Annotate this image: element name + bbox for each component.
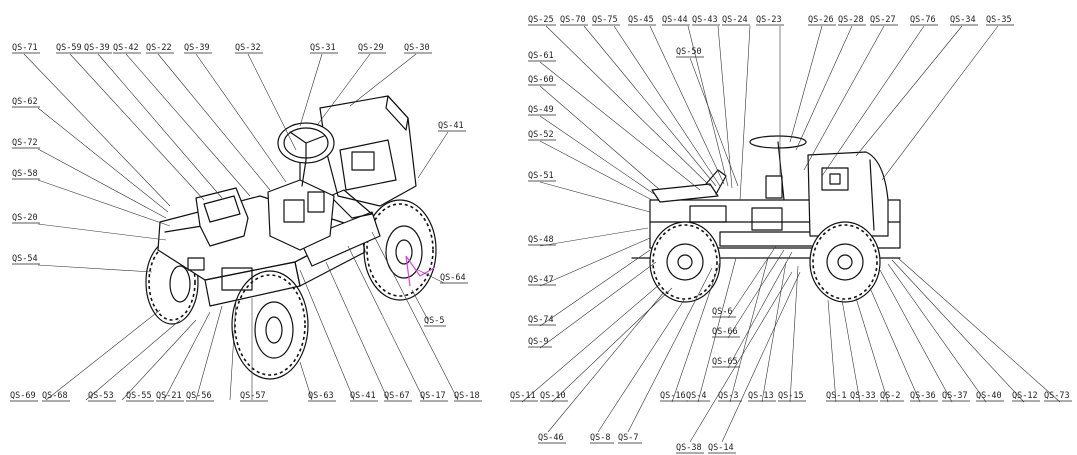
right-right-wheel <box>809 221 881 303</box>
part-label: QS-66 <box>712 327 738 337</box>
left-seat <box>195 187 249 247</box>
part-label: QS-33 <box>850 391 876 401</box>
part-label: QS-29 <box>358 43 384 53</box>
part-label: QS-59 <box>56 43 82 53</box>
part-label: QS-74 <box>528 315 554 325</box>
part-label: QS-3 <box>718 391 738 401</box>
part-label: QS-63 <box>308 391 334 401</box>
part-label: QS-48 <box>528 235 554 245</box>
right-tractor-drawing <box>631 135 901 303</box>
part-label: QS-40 <box>976 391 1002 401</box>
part-label: QS-62 <box>12 97 38 107</box>
part-label: QS-4 <box>686 391 706 401</box>
part-label: QS-71 <box>12 43 38 53</box>
part-label: QS-11 <box>510 391 536 401</box>
part-label: QS-9 <box>528 337 548 347</box>
part-label: QS-56 <box>186 391 212 401</box>
part-label: QS-39 <box>84 43 110 53</box>
part-label: QS-21 <box>156 391 182 401</box>
part-label: QS-37 <box>942 391 968 401</box>
part-label: QS-20 <box>12 213 38 223</box>
part-label: QS-75 <box>592 15 618 25</box>
part-label: QS-25 <box>528 15 554 25</box>
left-steering-wheel <box>277 122 335 187</box>
leader-lines <box>23 25 1061 443</box>
part-label: QS-18 <box>454 391 480 401</box>
part-label: QS-58 <box>12 169 38 179</box>
part-label: QS-61 <box>528 51 554 61</box>
right-seat <box>651 169 727 203</box>
left-rear-left-wheel <box>231 270 309 380</box>
part-label: QS-47 <box>528 275 554 285</box>
part-label: QS-73 <box>1044 391 1070 401</box>
part-label: QS-7 <box>618 433 638 443</box>
part-label: QS-70 <box>560 15 586 25</box>
part-label: QS-43 <box>692 15 718 25</box>
part-label: QS-54 <box>12 254 38 264</box>
part-label: QS-28 <box>838 15 864 25</box>
part-label: QS-41 <box>438 121 464 131</box>
part-label: QS-17 <box>420 391 446 401</box>
part-label: QS-42 <box>113 43 139 53</box>
part-label: QS-44 <box>662 15 688 25</box>
part-label: QS-45 <box>628 15 654 25</box>
right-steering <box>749 135 807 201</box>
part-label: QS-67 <box>384 391 410 401</box>
part-label: QS-49 <box>528 105 554 115</box>
part-label: QS-53 <box>88 391 114 401</box>
part-label: QS-60 <box>528 75 554 85</box>
part-label: QS-76 <box>910 15 936 25</box>
part-label: QS-38 <box>676 443 702 453</box>
part-label: QS-27 <box>870 15 896 25</box>
right-hood <box>807 151 889 237</box>
part-label: QS-31 <box>310 43 336 53</box>
part-label: QS-35 <box>986 15 1012 25</box>
axis-marker <box>405 255 435 287</box>
part-label: QS-24 <box>722 15 748 25</box>
part-label: QS-22 <box>146 43 172 53</box>
part-label: QS-1 <box>826 391 846 401</box>
right-left-wheel <box>649 221 721 303</box>
part-label: QS-6 <box>712 307 732 317</box>
part-label: QS-69 <box>10 391 36 401</box>
part-label: QS-32 <box>235 43 261 53</box>
part-label: QS-10 <box>540 391 566 401</box>
part-label: QS-14 <box>708 443 734 453</box>
left-engine-hood <box>319 95 417 219</box>
part-label: QS-15 <box>778 391 804 401</box>
part-label: QS-68 <box>42 391 68 401</box>
part-label: QS-12 <box>1012 391 1038 401</box>
part-label: QS-52 <box>528 130 554 140</box>
part-label: QS-64 <box>440 273 466 283</box>
part-label: QS-51 <box>528 171 554 181</box>
part-label: QS-65 <box>712 357 738 367</box>
part-label: QS-23 <box>756 15 782 25</box>
part-label: QS-46 <box>538 433 564 443</box>
right-view-labels: QS-25 QS-70 QS-75 QS-45 QS-44 QS-43 QS-2… <box>510 15 1072 454</box>
part-label: QS-72 <box>12 138 38 148</box>
part-label: QS-5 <box>424 316 444 326</box>
left-view-labels: QS-71 QS-59 QS-39 QS-42 QS-22 QS-39 QS-3… <box>10 43 482 402</box>
part-label: QS-36 <box>910 391 936 401</box>
part-label: QS-8 <box>590 433 610 443</box>
left-gearbox <box>267 149 335 251</box>
part-label: QS-34 <box>950 15 976 25</box>
part-label: QS-26 <box>808 15 834 25</box>
part-label: QS-16 <box>660 391 686 401</box>
part-label: QS-13 <box>748 391 774 401</box>
part-label: QS-57 <box>240 391 266 401</box>
part-label: QS-55 <box>126 391 152 401</box>
left-front-right-wheel <box>363 199 437 301</box>
part-label: QS-50 <box>676 47 702 57</box>
part-label: QS-2 <box>880 391 900 401</box>
part-label: QS-41 <box>350 391 376 401</box>
left-tractor-drawing <box>145 95 437 380</box>
part-label: QS-39 <box>184 43 210 53</box>
part-label: QS-30 <box>404 43 430 53</box>
